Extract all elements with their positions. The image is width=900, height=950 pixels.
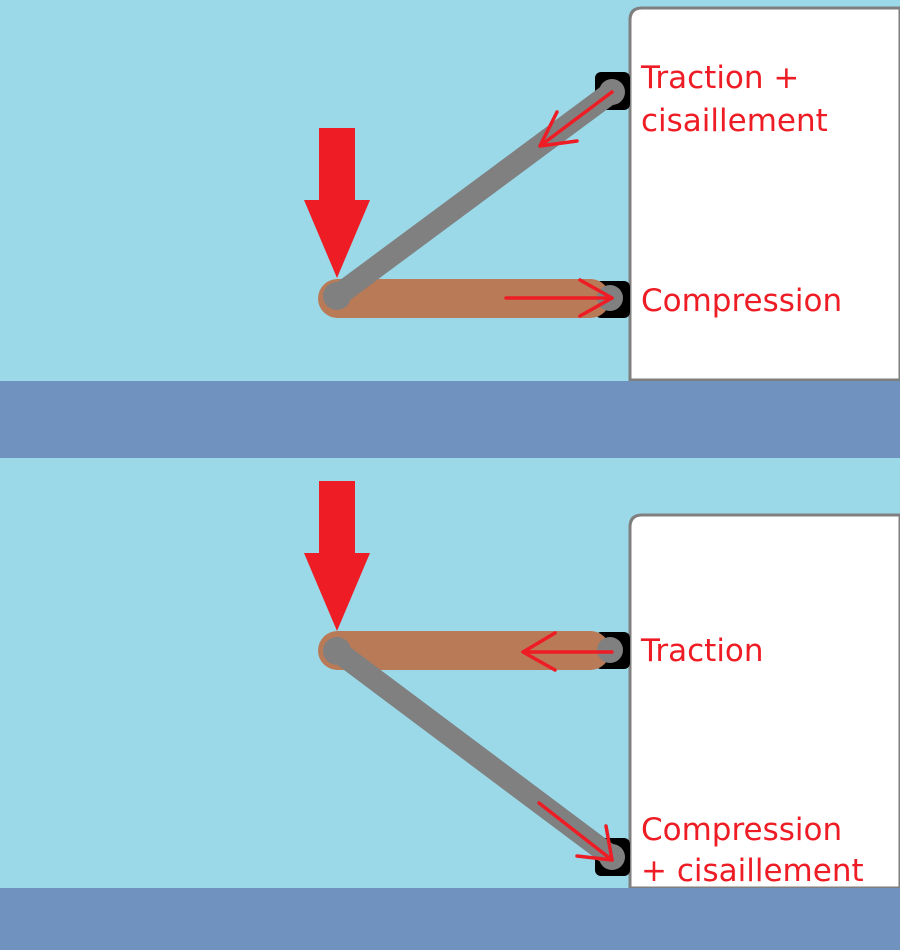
panel-top: Traction + cisaillement Compression — [0, 6, 900, 458]
force-arrow-traction — [521, 631, 614, 672]
label-compression: Compression — [641, 283, 842, 319]
node-joint — [323, 637, 351, 665]
wall — [628, 513, 900, 890]
label-traction-shear-line1: Traction + — [640, 60, 799, 96]
ground-slab — [0, 888, 900, 950]
rod-end-joint — [597, 637, 623, 663]
panel-bottom: Traction Compression + cisaillement — [0, 481, 900, 950]
force-arrow-traction — [538, 90, 614, 148]
node-joint — [323, 282, 351, 310]
load-arrow — [304, 481, 370, 631]
force-arrow-compression — [504, 278, 614, 318]
label-compression-shear-line2: + cisaillement — [641, 853, 864, 889]
label-compression-shear-line1: Compression — [641, 812, 842, 848]
copper-rod-horizontal — [318, 279, 610, 318]
wall — [628, 6, 900, 382]
load-arrow — [304, 128, 370, 278]
label-traction: Traction — [640, 633, 764, 669]
ground-slab — [0, 381, 900, 458]
force-arrow-compression — [537, 801, 614, 862]
label-traction-shear-line2: cisaillement — [641, 103, 828, 139]
